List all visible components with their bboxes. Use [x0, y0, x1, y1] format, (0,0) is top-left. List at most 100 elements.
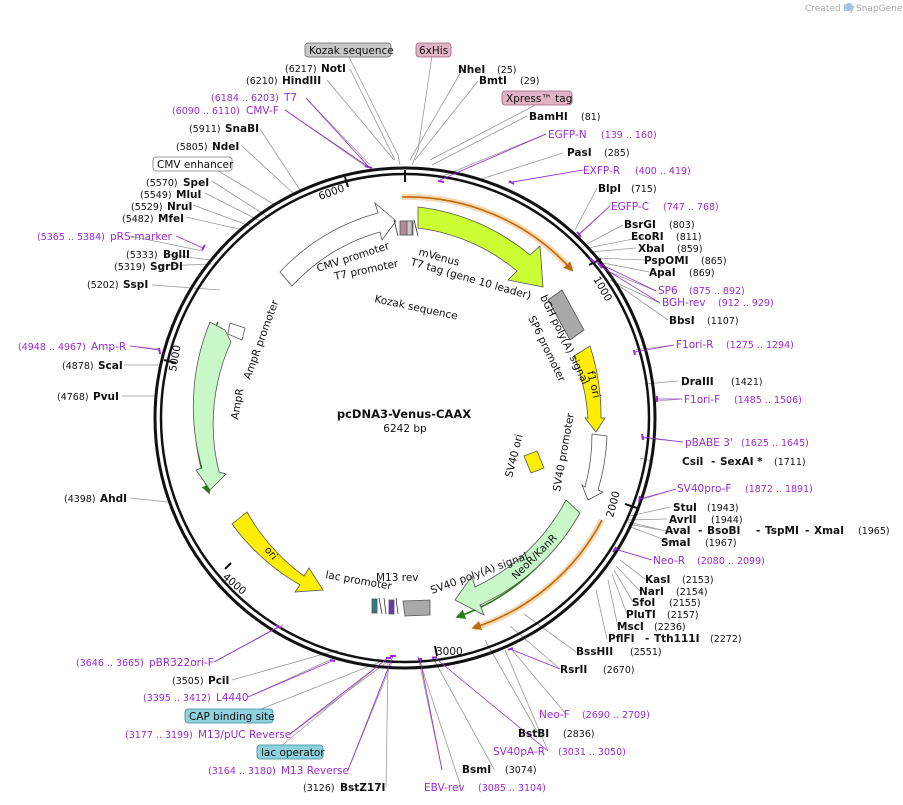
- map-label: (285): [604, 148, 630, 159]
- enzyme-pluti: PluTI: [626, 609, 656, 621]
- enzyme-pasi: PasI: [567, 147, 592, 159]
- map-label: (715): [631, 184, 657, 195]
- map-label: (875 .. 892): [689, 286, 745, 297]
- sv40-polya-box: [402, 599, 431, 617]
- primer-m13-puc-reverse: M13/pUC Reverse: [198, 729, 291, 741]
- map-label: Created by: [805, 4, 855, 14]
- enzyme-mfei: MfeI: [158, 213, 184, 225]
- map-label: (2670): [603, 665, 635, 676]
- tick-6000: 6000: [317, 182, 346, 202]
- enzyme-scai: ScaI: [98, 360, 123, 372]
- map-label: (2153): [682, 575, 714, 586]
- enzyme-mlui: MluI: [176, 189, 201, 201]
- map-label: (1872 .. 1891): [745, 484, 813, 495]
- primer-sv40pa-r: SV40pA-R: [493, 746, 545, 758]
- map-label: (5570): [146, 178, 178, 189]
- map-label: (25): [497, 65, 517, 76]
- enzyme-labels: (6217)NotI (6210)HindIII NheI(25) BmtI(2…: [57, 63, 890, 794]
- box-6xhis: 6xHis: [419, 45, 448, 57]
- map-label: (2690 .. 2709): [582, 710, 650, 721]
- primer-sp6: SP6: [658, 285, 678, 297]
- enzyme-smai: SmaI: [661, 537, 691, 549]
- map-label: (2236): [654, 622, 686, 633]
- map-label: -: [756, 525, 760, 537]
- enzyme-bbsi: BbsI: [669, 315, 695, 327]
- map-label: SexAI *: [720, 456, 763, 468]
- enzyme-stui: StuI: [673, 502, 697, 514]
- sv40-ori-box: [523, 450, 545, 474]
- box-lac-operator: lac operator: [261, 747, 325, 759]
- map-label: (4398): [64, 494, 96, 505]
- enzyme-tth111i: Tth111I: [654, 633, 699, 645]
- map-label: (139 .. 160): [601, 130, 657, 141]
- enzyme-spei: SpeI: [183, 177, 209, 189]
- enzyme-ahdi: AhdI: [100, 493, 127, 505]
- map-label: (6210): [246, 76, 278, 87]
- enzyme-hindiii: HindIII: [282, 75, 321, 87]
- map-label: (1625 .. 1645): [741, 438, 809, 449]
- enzyme-ndei: NdeI: [212, 141, 239, 153]
- map-label: (5549): [140, 190, 172, 201]
- enzyme-sspi: SspI: [123, 279, 148, 291]
- tick-3000: 3000: [436, 646, 463, 658]
- map-label: (2154): [676, 587, 708, 598]
- lac-operator-box: [388, 599, 395, 615]
- enzyme-sexai: -: [711, 456, 715, 468]
- map-label: (5529): [131, 202, 163, 213]
- map-label: (1421): [731, 377, 763, 388]
- map-label: (2836): [563, 729, 595, 740]
- primer-cmv-f: CMV-F: [246, 105, 279, 117]
- bgh-polya-box: [547, 289, 585, 341]
- mvenus-arrow: [417, 206, 544, 288]
- primer-bgh-rev: BGH-rev: [662, 297, 706, 309]
- enzyme-pvui: PvuI: [93, 391, 119, 403]
- map-label: (5202): [87, 280, 119, 291]
- map-label: (3074): [505, 765, 537, 776]
- map-label: (6217): [285, 64, 317, 75]
- tick-5000: 5000: [167, 344, 183, 372]
- primer-ebv-rev: EBV-rev: [424, 782, 465, 794]
- enzyme-pspomi: PspOMI: [644, 255, 689, 267]
- enzyme-bstz17i: BstZ17I: [340, 782, 385, 794]
- kozak-box: [406, 220, 413, 236]
- map-label: (2551): [630, 647, 662, 658]
- map-label: (1965): [858, 526, 890, 537]
- map-label: (5911): [189, 124, 221, 135]
- map-label: (1967): [705, 538, 737, 549]
- ampr-arrow: [192, 321, 232, 491]
- enzyme-csii: CsiI: [682, 456, 703, 468]
- map-label: (1944): [711, 515, 743, 526]
- ampr-promoter-box: [227, 322, 246, 341]
- plasmid-name: pcDNA3-Venus-CAAX: [337, 407, 471, 421]
- enzyme-ecori: EcoRI: [631, 231, 664, 243]
- map-label: (2080 .. 2099): [697, 556, 765, 567]
- map-label: (29): [520, 76, 540, 87]
- f1-ori-arrow: [573, 345, 606, 433]
- enzyme-apai: ApaI: [649, 267, 676, 279]
- enzyme-bsshii: BssHII: [576, 646, 613, 658]
- snapgene-credit: Created by SnapGene: [805, 3, 903, 14]
- primer-labels: (6184 .. 6203)T7 (6090 .. 6110)CMV-F EGF…: [18, 92, 813, 794]
- map-label: -: [805, 525, 809, 537]
- map-label: (2155): [669, 598, 701, 609]
- enzyme-pflfi: PflFI: [608, 633, 635, 645]
- map-label: (5482): [122, 214, 154, 225]
- enzyme-snabi: SnaBI: [225, 123, 259, 135]
- enzyme-pcii: PciI: [208, 675, 229, 687]
- map-label: (865): [701, 256, 727, 267]
- map-label: (1275 .. 1294): [726, 340, 794, 351]
- primer-amp-r: Amp-R: [91, 341, 126, 353]
- sv40-promoter-arrow: [581, 433, 608, 501]
- primer-f1ori-f: F1ori-F: [684, 394, 720, 406]
- map-label: (803): [669, 220, 695, 231]
- map-label: (1943): [707, 503, 739, 514]
- map-label: (4878): [62, 361, 94, 372]
- map-label: (5333): [126, 250, 158, 261]
- boxed-feature-labels: Kozak sequence 6xHis Xpress™ tag CMV enh…: [152, 42, 572, 760]
- map-label: (869): [689, 268, 715, 279]
- feature-sv40-promoter: SV40 promoter: [551, 412, 577, 493]
- map-label: (4768): [57, 392, 89, 403]
- map-label: (400 .. 419): [635, 166, 691, 177]
- map-label: (3395 .. 3412): [143, 693, 211, 704]
- feature-ampr: AmpR: [229, 388, 246, 421]
